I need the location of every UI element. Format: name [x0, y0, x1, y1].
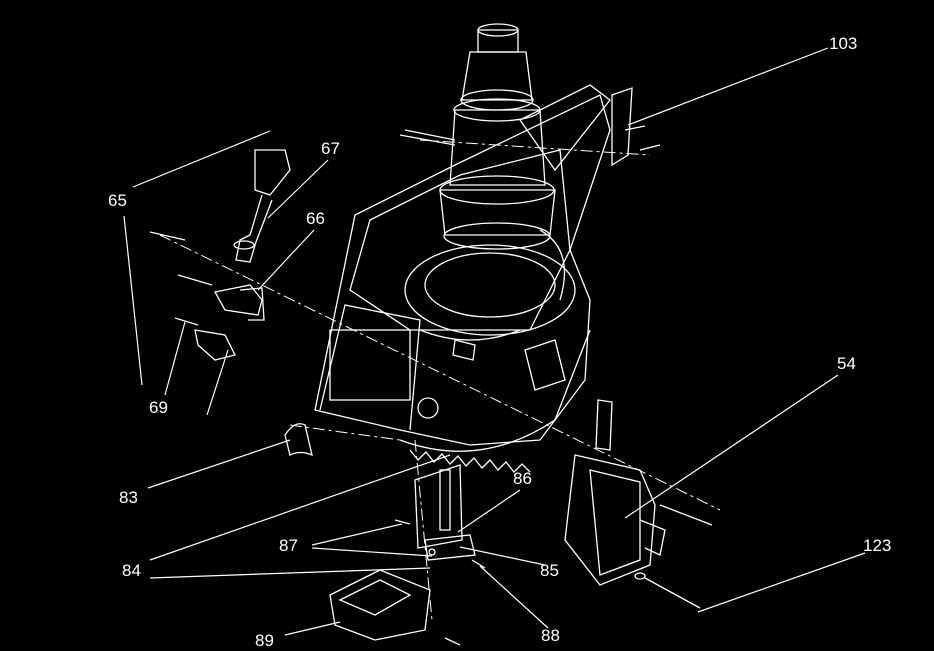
parts-84-88-sensor-bracket — [394, 464, 486, 569]
part-67-injector — [233, 149, 291, 263]
callout-54: 54 — [837, 354, 856, 373]
center-lines — [159, 139, 721, 621]
callout-86: 86 — [513, 469, 532, 488]
callout-85: 85 — [540, 561, 559, 580]
callout-103: 103 — [829, 34, 858, 53]
callout-83: 83 — [119, 488, 138, 507]
callout-87: 87 — [279, 536, 298, 555]
callout-84: 84 — [122, 561, 141, 580]
part-83-shield — [284, 423, 313, 457]
part-54-module — [564, 399, 713, 609]
callout-65: 65 — [108, 191, 127, 210]
callout-67: 67 — [321, 139, 340, 158]
callout-89: 89 — [255, 631, 274, 650]
callout-66: 66 — [306, 209, 325, 228]
part-69-clamp — [174, 317, 236, 361]
spindle-tower — [399, 23, 611, 250]
callout-69: 69 — [149, 398, 168, 417]
part-103-bracket — [611, 87, 661, 167]
callout-123: 123 — [863, 536, 892, 555]
part-89-cover — [329, 569, 461, 646]
main-housing — [314, 94, 611, 473]
callout-88: 88 — [541, 626, 560, 645]
part-66-clamp — [149, 231, 265, 321]
leader-lines — [123, 47, 866, 636]
